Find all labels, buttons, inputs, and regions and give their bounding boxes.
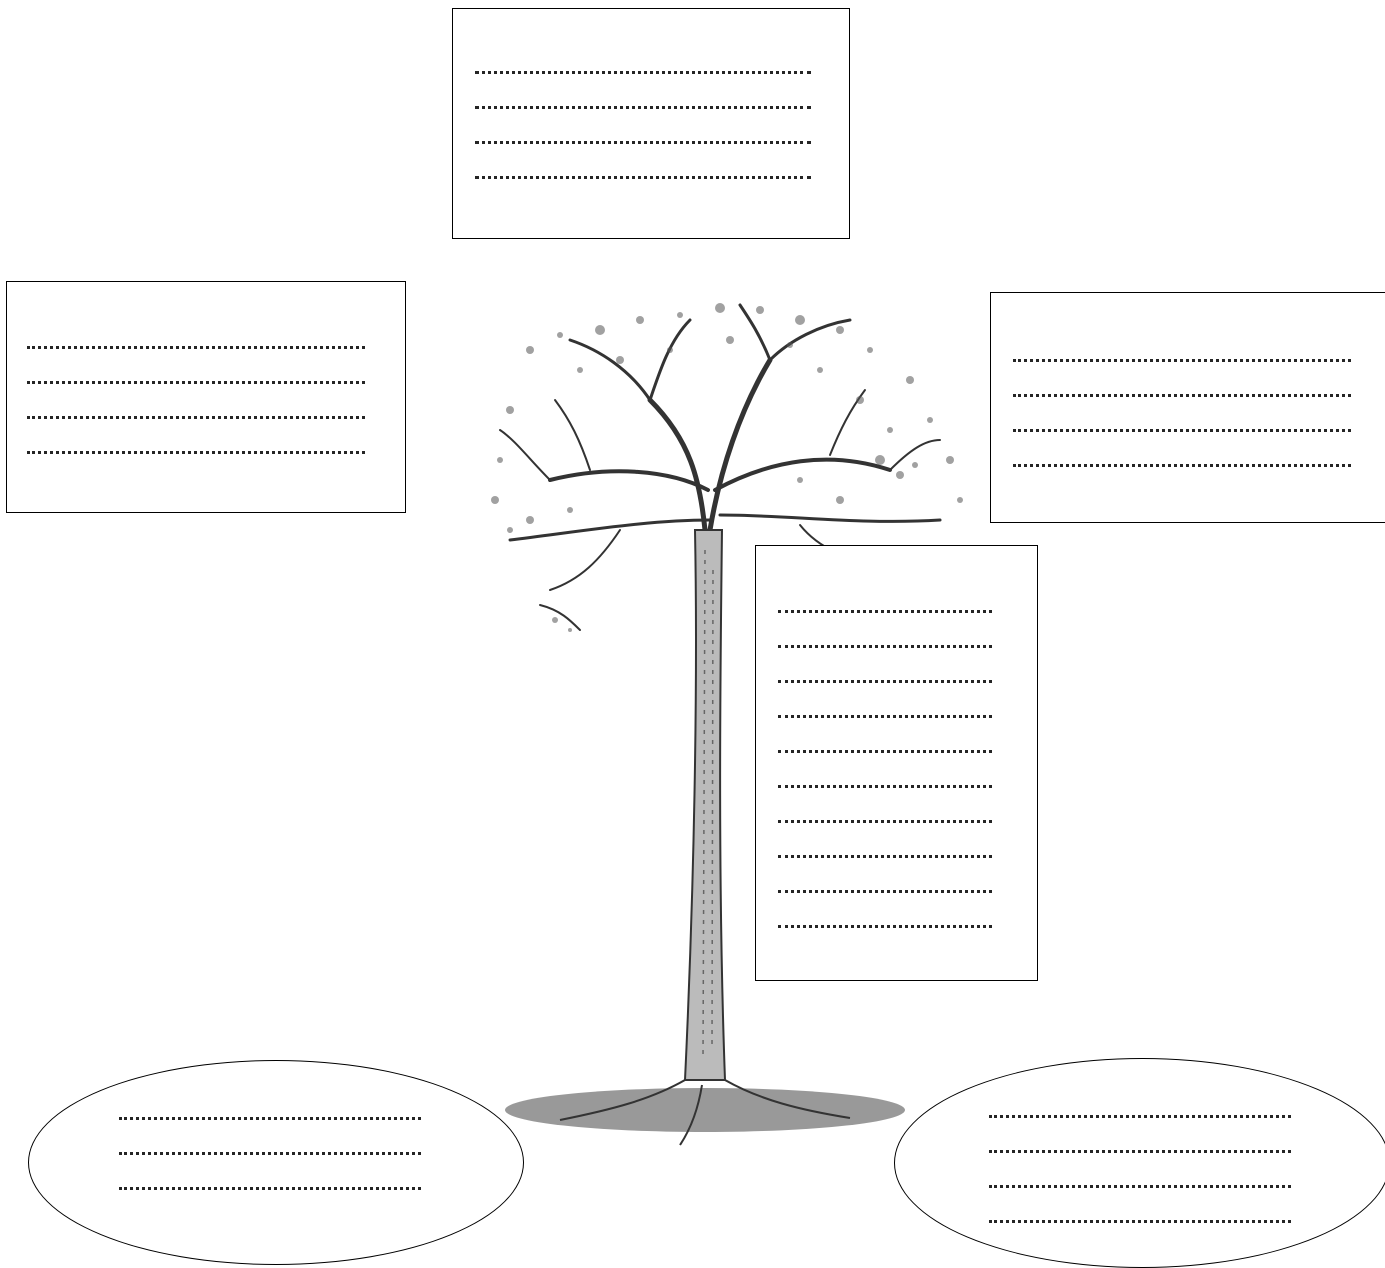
right-label-box: [990, 292, 1385, 523]
top-label-box: [452, 8, 850, 239]
blank-line[interactable]: [778, 715, 992, 718]
blank-line[interactable]: [778, 925, 992, 928]
left-root-oval: [28, 1060, 524, 1265]
blank-line[interactable]: [119, 1117, 421, 1120]
blank-line[interactable]: [778, 645, 992, 648]
blank-line[interactable]: [119, 1187, 421, 1190]
blank-line[interactable]: [119, 1152, 421, 1155]
blank-line[interactable]: [778, 680, 992, 683]
blank-line[interactable]: [989, 1115, 1291, 1118]
tree-trunk: [685, 530, 725, 1080]
blank-line[interactable]: [475, 141, 811, 144]
top-label-lines: [475, 71, 811, 179]
blank-line[interactable]: [1013, 394, 1351, 397]
left-label-box: [6, 281, 406, 513]
blank-line[interactable]: [778, 750, 992, 753]
right-label-lines: [1013, 359, 1351, 467]
blank-line[interactable]: [27, 416, 365, 419]
blank-line[interactable]: [778, 890, 992, 893]
blank-line[interactable]: [989, 1220, 1291, 1223]
left-label-lines: [27, 346, 365, 454]
blank-line[interactable]: [778, 855, 992, 858]
trunk-label-lines: [778, 610, 992, 928]
trunk-label-box: [755, 545, 1038, 981]
tree-ground: [505, 1088, 905, 1132]
blank-line[interactable]: [778, 610, 992, 613]
left-root-lines: [119, 1117, 421, 1190]
right-root-oval: [894, 1058, 1385, 1268]
blank-line[interactable]: [1013, 464, 1351, 467]
blank-line[interactable]: [989, 1185, 1291, 1188]
blank-line[interactable]: [27, 451, 365, 454]
right-root-lines: [989, 1115, 1291, 1223]
blank-line[interactable]: [27, 381, 365, 384]
blank-line[interactable]: [989, 1150, 1291, 1153]
blank-line[interactable]: [475, 71, 811, 74]
blank-line[interactable]: [778, 785, 992, 788]
blank-line[interactable]: [475, 106, 811, 109]
blank-line[interactable]: [27, 346, 365, 349]
blank-line[interactable]: [1013, 359, 1351, 362]
blank-line[interactable]: [1013, 429, 1351, 432]
blank-line[interactable]: [475, 176, 811, 179]
blank-line[interactable]: [778, 820, 992, 823]
